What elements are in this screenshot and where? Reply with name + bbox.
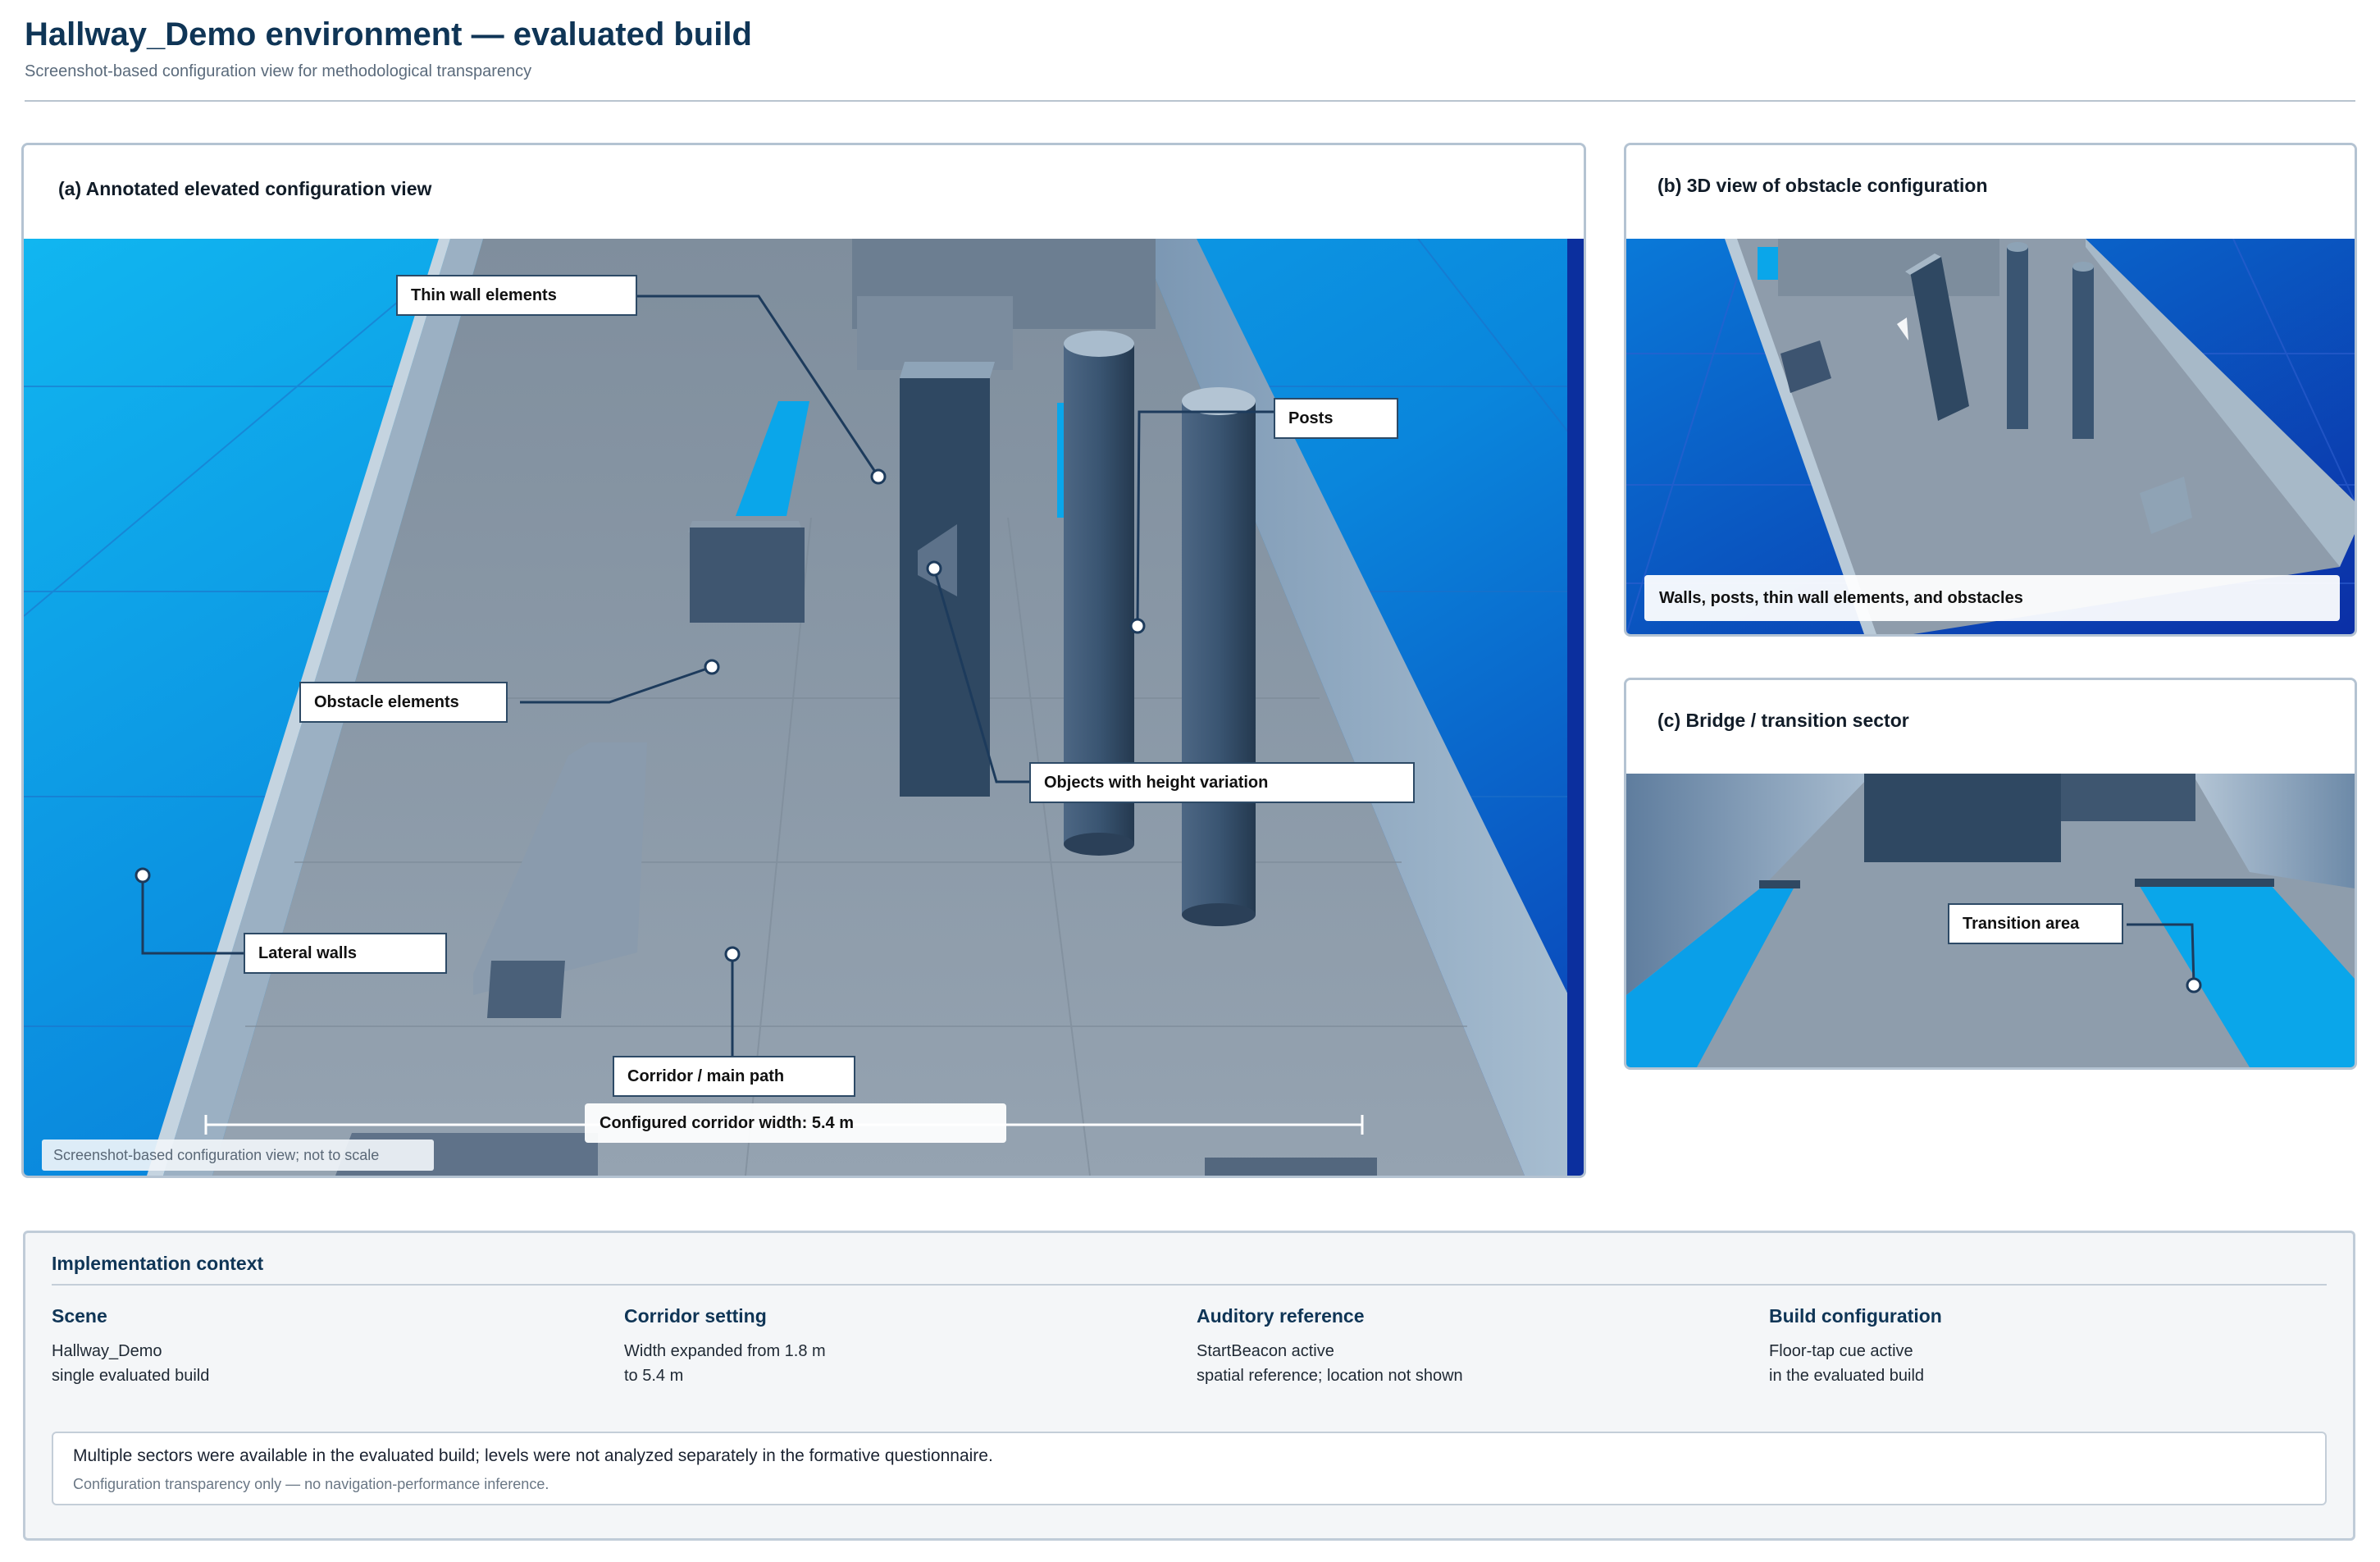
callout-thin-wall-elements: Thin wall elements <box>396 275 637 316</box>
context-scene: Scene Hallway_Demo single evaluated buil… <box>52 1305 593 1388</box>
panel-b-scene: Walls, posts, thin wall elements, and ob… <box>1626 239 2355 634</box>
panel-a-scene: Thin wall elements Posts Obstacle elemen… <box>24 239 1584 1176</box>
scene-b-cone <box>1897 317 1908 340</box>
title-divider <box>25 100 2355 102</box>
scene-b-post-1-top <box>2007 242 2028 252</box>
context-line: spatial reference; location not shown <box>1197 1367 1463 1385</box>
context-note-sub: Configuration transparency only — no nav… <box>73 1476 549 1492</box>
context-line: single evaluated build <box>52 1367 210 1385</box>
scene-c-ledge-left <box>1759 880 1800 888</box>
context-heading: Scene <box>52 1305 107 1327</box>
context-divider <box>52 1284 2327 1286</box>
context-line: Floor-tap cue active <box>1769 1342 1913 1360</box>
post-rear-base <box>1064 833 1134 856</box>
panel-a-title: (a) Annotated elevated configuration vie… <box>58 178 432 199</box>
post-front-base <box>1182 903 1256 926</box>
scene-c-wall-right <box>2192 774 2355 888</box>
scene-right-edge <box>1567 239 1584 1176</box>
context-line: in the evaluated build <box>1769 1367 1925 1385</box>
scene-c-gap-left <box>1626 885 1795 1067</box>
context-line: to 5.4 m <box>624 1367 684 1385</box>
context-heading: Auditory reference <box>1197 1305 1365 1327</box>
post-rear-top <box>1064 331 1134 357</box>
panel-b-caption: Walls, posts, thin wall elements, and ob… <box>1644 575 2340 621</box>
lower-right-shadow <box>1205 1158 1377 1176</box>
low-bar-obstacle-side <box>487 961 565 1018</box>
obstacle-3d-render <box>1626 239 2355 634</box>
context-line: Hallway_Demo <box>52 1342 162 1360</box>
callout-obstacle-elements: Obstacle elements <box>299 682 508 723</box>
scale-note: Screenshot-based configuration view; not… <box>42 1140 434 1171</box>
context-note: Multiple sectors were available in the e… <box>52 1432 2327 1505</box>
context-title: Implementation context <box>52 1253 264 1274</box>
callout-lateral-walls: Lateral walls <box>244 933 447 974</box>
callout-height-variation: Objects with height variation <box>1029 762 1415 803</box>
callout-transition-area: Transition area <box>1948 903 2123 944</box>
panel-b-header: (b) 3D view of obstacle configuration <box>1626 145 2355 239</box>
page-subtitle: Screenshot-based configuration view for … <box>25 62 532 80</box>
context-line: StartBeacon active <box>1197 1342 1334 1360</box>
scene-c-wall-left <box>1626 774 1872 995</box>
panel-a-header: (a) Annotated elevated configuration vie… <box>24 145 1584 239</box>
implementation-context: Implementation context Scene Hallway_Dem… <box>23 1231 2355 1541</box>
post-rear <box>1064 344 1134 844</box>
scene-c-back-block-right <box>2061 774 2195 821</box>
panel-c-header: (c) Bridge / transition sector <box>1626 680 2355 774</box>
post-front <box>1182 401 1256 915</box>
scene-b-post-2 <box>2072 267 2094 439</box>
scene-b-back-wall <box>1778 239 1999 296</box>
page-title: Hallway_Demo environment — evaluated bui… <box>25 16 752 53</box>
context-heading: Build configuration <box>1769 1305 1942 1327</box>
scene-b-wall-left <box>1725 239 1876 634</box>
thin-wall-element-top <box>900 362 995 378</box>
panel-c-scene: Transition area <box>1626 774 2355 1067</box>
low-bar-obstacle <box>473 742 647 995</box>
context-auditory-reference: Auditory reference StartBeacon active sp… <box>1197 1305 1738 1388</box>
scene-b-post-1 <box>2007 247 2028 429</box>
scene-b-corner-block <box>2140 477 2192 534</box>
scene-c-back-block <box>1864 774 2061 862</box>
post-front-top <box>1182 387 1256 415</box>
scene-b-wall-right <box>2086 239 2355 567</box>
context-build-configuration: Build configuration Floor-tap cue active… <box>1769 1305 2310 1388</box>
context-heading: Corridor setting <box>624 1305 767 1327</box>
callout-posts: Posts <box>1274 398 1398 439</box>
context-line: Width expanded from 1.8 m <box>624 1342 826 1360</box>
obstacle-block <box>690 528 805 623</box>
context-note-main: Multiple sectors were available in the e… <box>73 1446 993 1465</box>
back-block-front <box>857 296 1013 370</box>
panel-bridge-sector: (c) Bridge / transition sector <box>1624 678 2357 1070</box>
corridor-width-label: Configured corridor width: 5.4 m <box>585 1103 1006 1143</box>
bridge-render <box>1626 774 2355 1067</box>
panel-c-title: (c) Bridge / transition sector <box>1657 710 1909 731</box>
scene-b-obstacle <box>1780 340 1831 393</box>
scene-b-thin-wall-top <box>1905 253 1941 275</box>
panel-elevated-view: (a) Annotated elevated configuration vie… <box>21 143 1586 1178</box>
panel-b-title: (b) 3D view of obstacle configuration <box>1657 175 1988 196</box>
elevated-scene-render <box>24 239 1584 1176</box>
scene-b-thin-wall <box>1910 257 1969 421</box>
panel-3d-view: (b) 3D view of obstacle configuration <box>1624 143 2357 637</box>
scene-c-ledge-right <box>2135 879 2274 887</box>
context-corridor-setting: Corridor setting Width expanded from 1.8… <box>624 1305 1165 1388</box>
callout-corridor-main-path: Corridor / main path <box>613 1056 855 1097</box>
scene-b-floor <box>1733 239 2340 634</box>
scene-b-post-2-top <box>2072 262 2094 272</box>
